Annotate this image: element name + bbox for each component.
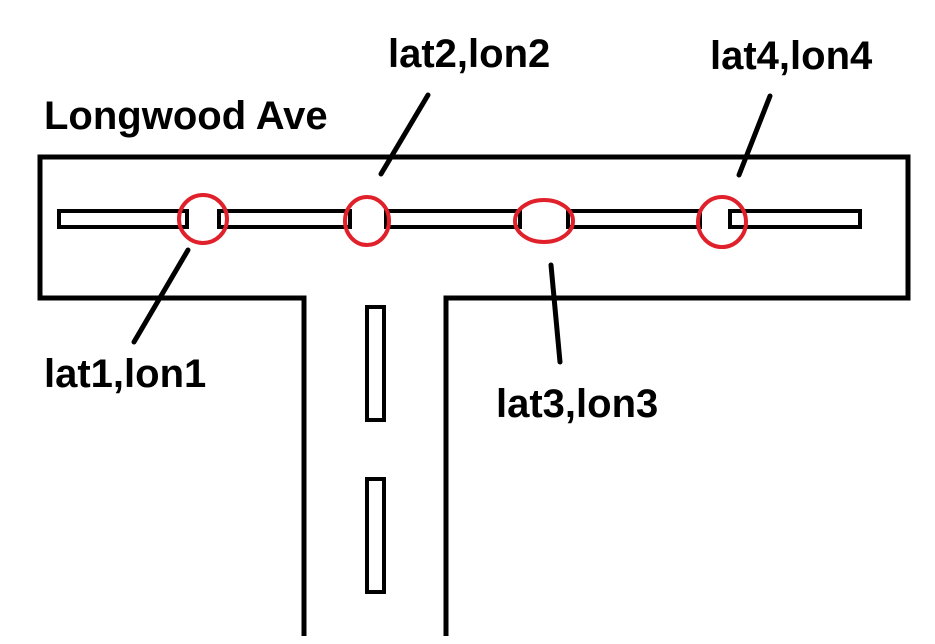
lane-divider bbox=[365, 477, 386, 594]
leader-line-point-2 bbox=[378, 92, 431, 177]
vertical-lane-dividers bbox=[365, 305, 386, 594]
lane-divider bbox=[384, 209, 522, 229]
lane-divider bbox=[728, 209, 862, 229]
marker-point-4 bbox=[696, 195, 748, 249]
point-label-4: lat4,lon4 bbox=[710, 34, 873, 78]
marker-point-2 bbox=[343, 195, 391, 247]
lane-divider bbox=[217, 209, 352, 229]
point-label-3: lat3,lon3 bbox=[496, 382, 659, 426]
marker-point-1 bbox=[177, 193, 229, 245]
lane-divider bbox=[566, 209, 702, 229]
lane-divider bbox=[57, 209, 189, 229]
street-name-label: Longwood Ave bbox=[44, 94, 328, 138]
lane-divider bbox=[365, 305, 386, 422]
leader-line-point-3 bbox=[548, 262, 563, 365]
point-label-2: lat2,lon2 bbox=[388, 32, 551, 76]
point-label-1: lat1,lon1 bbox=[44, 352, 207, 396]
road-outline bbox=[37, 154, 911, 636]
leader-line-point-4 bbox=[736, 93, 773, 178]
leader-line-point-1 bbox=[131, 247, 191, 345]
marker-point-3 bbox=[513, 198, 575, 244]
point-markers bbox=[177, 193, 748, 249]
leader-lines bbox=[131, 92, 773, 365]
